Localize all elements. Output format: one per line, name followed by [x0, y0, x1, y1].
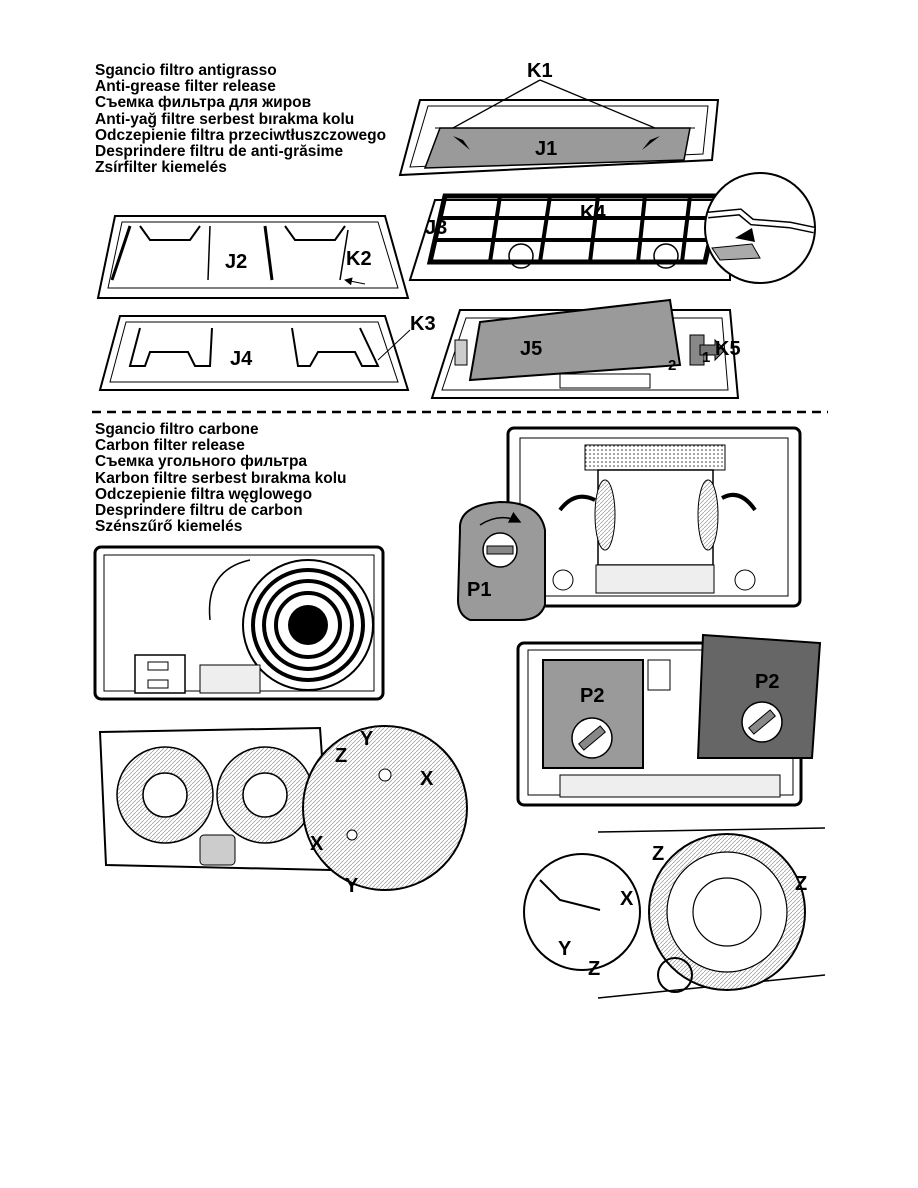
- label-x-2: X: [310, 833, 324, 855]
- panel-j5: J5 K5 2 1: [430, 298, 741, 399]
- label-k2: K2: [346, 248, 372, 270]
- label-z-4: Z: [588, 958, 600, 980]
- zoom-detail-xyz-2: [523, 853, 641, 971]
- label-j5: J5: [520, 338, 542, 360]
- label-z-3: Z: [795, 873, 807, 895]
- zoom-detail-xyz: [302, 725, 468, 891]
- carbon-filter-p2-left: [542, 659, 644, 769]
- carbon-caption: Sgancio filtro carbone Carbon filter rel…: [95, 421, 347, 536]
- label-x-3: X: [620, 888, 634, 910]
- label-p1: P1: [467, 579, 491, 601]
- label-j4: J4: [230, 348, 253, 370]
- wheel-detail: Z Z X Y Z: [523, 827, 826, 999]
- label-p2-right: P2: [755, 671, 779, 693]
- caption-line-ru: Съемка фильтра для жиров: [95, 94, 312, 112]
- label-k4: K4: [580, 202, 606, 224]
- label-z-1: Z: [335, 745, 347, 767]
- antigrease-caption: Sgancio filtro antigrasso Anti-grease fi…: [95, 62, 387, 177]
- caption-line-en: Anti-grease filter release: [95, 78, 276, 96]
- hood-p1: P1: [456, 426, 802, 621]
- caption-line-ru: Съемка угольного фильтра: [95, 453, 308, 471]
- label-y-3: Y: [558, 938, 572, 960]
- label-step-1: 1: [702, 349, 710, 366]
- caption-line-tr: Karbon filtre serbest bırakma kolu: [95, 469, 347, 487]
- hood-wheels: Z Y X X Y: [98, 725, 468, 897]
- caption-line-hu: Szénszűrő kiemelés: [95, 518, 243, 536]
- label-y-2: Y: [345, 875, 359, 897]
- grid-frame-k4: [426, 193, 724, 265]
- label-j2: J2: [225, 251, 247, 273]
- label-k1: K1: [527, 60, 553, 82]
- label-y-1: Y: [360, 728, 374, 750]
- caption-line-pl: Odczepienie filtra węglowego: [95, 485, 313, 503]
- caption-line-ro: Desprindere filtru de carbon: [95, 502, 303, 520]
- hood-blower: [93, 545, 385, 701]
- caption-line-pl: Odczepienie filtra przeciwtłuszczowego: [95, 126, 387, 144]
- caption-line-ro: Desprindere filtru de anti-grăsime: [95, 143, 344, 161]
- carbon-filter-p2-right: [696, 633, 822, 759]
- filter-j5: [468, 298, 682, 382]
- label-j3: J3: [425, 217, 447, 239]
- label-z-2: Z: [652, 843, 664, 865]
- label-p2-left: P2: [580, 685, 604, 707]
- label-k3: K3: [410, 313, 436, 335]
- caption-line-en: Carbon filter release: [95, 437, 245, 455]
- caption-line-it: Sgancio filtro antigrasso: [95, 62, 277, 79]
- caption-line-tr: Anti-yağ filtre serbest bırakma kolu: [95, 110, 355, 128]
- panel-j4: J4 K3: [98, 313, 436, 391]
- label-step-2: 2: [668, 357, 676, 374]
- panel-j3: J3 K4: [408, 172, 816, 284]
- panel-j2: J2 K2: [96, 215, 410, 299]
- label-x-1: X: [420, 768, 434, 790]
- label-j1: J1: [535, 138, 557, 160]
- caption-line-it: Sgancio filtro carbone: [95, 421, 259, 438]
- label-k5: K5: [715, 338, 741, 360]
- panel-j1: K1 J1: [398, 60, 720, 177]
- caption-line-hu: Zsírfilter kiemelés: [95, 159, 227, 177]
- hood-p2: P2 P2: [516, 633, 822, 807]
